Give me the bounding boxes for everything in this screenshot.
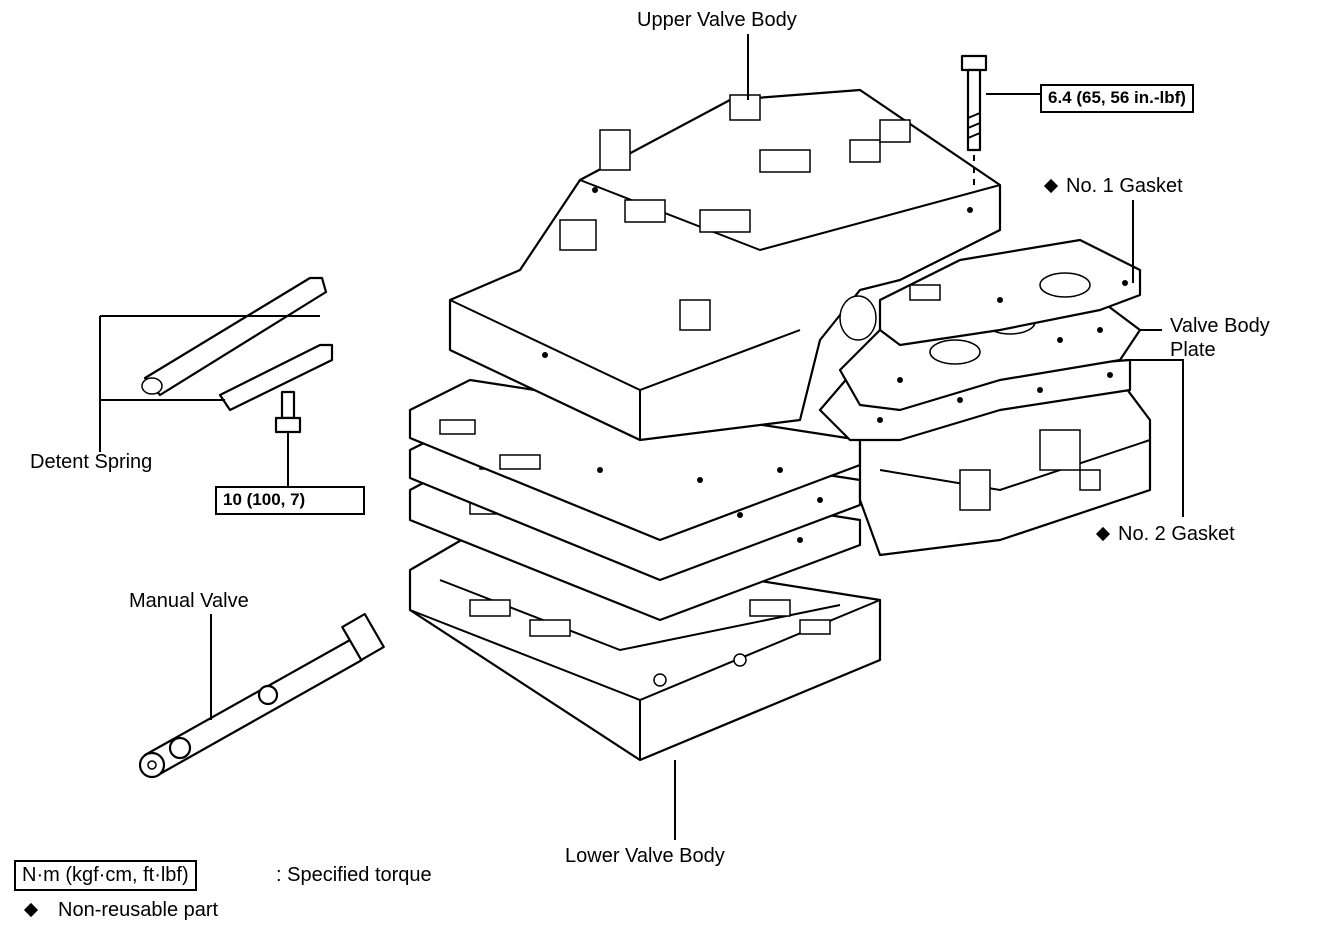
- label-valve-body-plate-line1: Valve Body: [1170, 315, 1270, 337]
- detent-spring: [141, 276, 334, 412]
- no1-gasket-right: [878, 238, 1142, 347]
- legend-torque-unit-box: N·m (kgf·cm, ft·lbf): [14, 860, 197, 891]
- non-reusable-diamond-icon: [1095, 526, 1111, 542]
- label-valve-body-plate-line2: Plate: [1170, 339, 1216, 361]
- label-detent-spring: Detent Spring: [30, 451, 153, 473]
- label-upper-valve-body: Upper Valve Body: [637, 9, 797, 31]
- label-lower-valve-body: Lower Valve Body: [565, 845, 725, 867]
- non-reusable-diamond-icon: [1043, 178, 1059, 194]
- torque-spec-upper-bolt: 6.4 (65, 56 in.-lbf): [1040, 84, 1194, 113]
- lower-valve-body: [408, 533, 882, 762]
- label-manual-valve: Manual Valve: [129, 590, 249, 612]
- label-no2-gasket: No. 2 Gasket: [1095, 523, 1235, 545]
- legend-non-reusable: Non-reusable part: [23, 899, 219, 921]
- upper-valve-body: [448, 88, 1002, 442]
- manual-valve: [138, 612, 385, 779]
- upper-bolt: [960, 54, 988, 185]
- label-no1-gasket: No. 1 Gasket: [1043, 175, 1183, 197]
- legend-non-reusable-text: Non-reusable part: [58, 899, 219, 921]
- torque-spec-detent-bolt: 10 (100, 7): [215, 486, 365, 515]
- detent-bolt: [274, 390, 302, 434]
- leader-lines: [99, 34, 1184, 840]
- legend-torque-unit-desc: : Specified torque: [276, 864, 432, 886]
- label-no1-gasket-text: No. 1 Gasket: [1066, 175, 1183, 197]
- label-no2-gasket-text: No. 2 Gasket: [1118, 523, 1235, 545]
- non-reusable-diamond-icon: [23, 902, 39, 918]
